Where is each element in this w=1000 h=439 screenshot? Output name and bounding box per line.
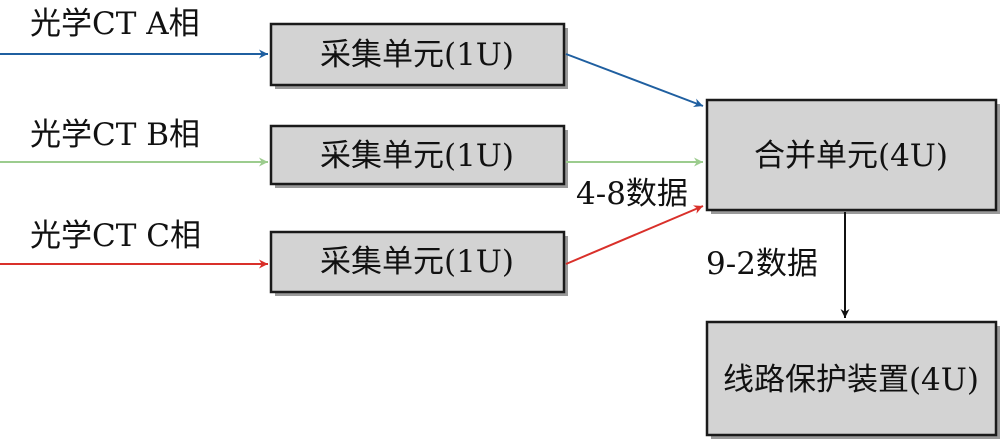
protection-device-label: 线路保护装置(4U) (723, 362, 979, 398)
link-label-merge-to-protect: 9-2数据 (706, 246, 818, 282)
protection-device: 线路保护装置(4U) (705, 320, 1000, 439)
input-label-b: 光学CT B相 (30, 117, 200, 153)
acquisition-unit-c-label: 采集单元(1U) (320, 244, 514, 280)
acquisition-unit-b: 采集单元(1U) (269, 124, 568, 188)
input-label-c: 光学CT C相 (30, 218, 201, 254)
link-arrow-a (565, 53, 704, 108)
acquisition-unit-c: 采集单元(1U) (269, 230, 568, 296)
acquisition-unit-a: 采集单元(1U) (269, 22, 568, 89)
acquisition-unit-b-label: 采集单元(1U) (320, 138, 514, 174)
input-label-a: 光学CT A相 (30, 6, 200, 42)
link-arrow-c (565, 205, 704, 265)
acquisition-unit-a-label: 采集单元(1U) (320, 37, 514, 73)
link-label-acq-to-merge: 4-8数据 (576, 176, 688, 212)
merging-unit-label: 合并单元(4U) (754, 138, 948, 174)
merging-unit: 合并单元(4U) (705, 98, 1000, 214)
